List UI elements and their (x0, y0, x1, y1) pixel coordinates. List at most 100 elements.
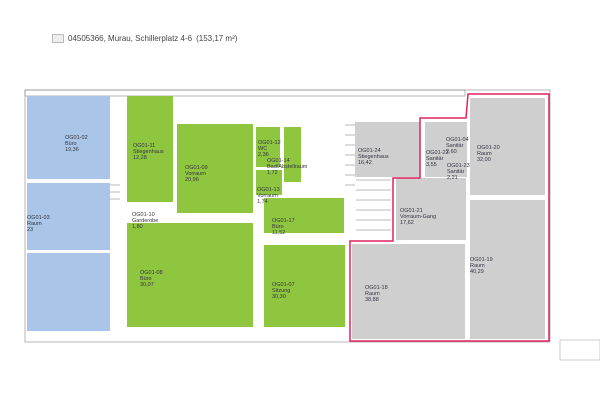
green-rooms (127, 96, 345, 327)
room-id: OG01-10 (132, 212, 155, 218)
room-name: Raum (365, 291, 380, 297)
room-area: 1,74 (257, 199, 268, 205)
header-title: 04505366, Murau, Schillerplatz 4-6 (68, 34, 193, 43)
room-name: Sanitär (446, 143, 464, 149)
room-area: 19,36 (65, 147, 79, 153)
room-og01-03[interactable] (27, 183, 110, 250)
room-area: 17,62 (400, 220, 414, 226)
room-og01-02[interactable] (27, 96, 110, 179)
room-id: OG01-09 (185, 165, 208, 171)
room-area: 2,21 (447, 175, 458, 181)
room-id: OG01-23 (447, 163, 470, 169)
room-area: 32,00 (477, 157, 491, 163)
selected-area-outline (349, 93, 550, 342)
room-name: Büro (272, 224, 284, 230)
room-area: 23 (27, 227, 34, 233)
room-blue-lower[interactable] (27, 253, 110, 331)
room-og01-07[interactable] (264, 245, 345, 327)
room-og01-19[interactable] (470, 200, 545, 339)
room-name: Garderobe (132, 218, 159, 224)
room-name: Sanitär (447, 169, 465, 175)
gray-rooms (352, 98, 545, 339)
room-area: 1,72 (267, 170, 278, 176)
room-name: Bad/Abstellraum (267, 164, 308, 170)
room-area: 40,29 (470, 269, 484, 275)
room-name: Stiegenhaus (133, 149, 164, 155)
room-og01-18[interactable] (352, 244, 465, 339)
room-og01-11[interactable] (127, 96, 173, 202)
room-id: OG01-17 (272, 218, 295, 224)
staircase (110, 124, 391, 231)
room-id: OG01-04 (446, 137, 469, 143)
room-og01-13[interactable] (256, 170, 282, 195)
room-id: OG01-19 (470, 257, 493, 263)
room-og01-20[interactable] (470, 98, 545, 195)
room-name: Raum (470, 263, 485, 269)
room-og01-24[interactable] (355, 122, 420, 177)
room-og01-14[interactable] (284, 127, 301, 182)
room-name: Vorraum (185, 171, 206, 177)
room-id: OG01-08 (140, 270, 163, 276)
room-og01-12[interactable] (256, 127, 280, 167)
room-name: Sanitär (426, 156, 444, 162)
room-og01-08[interactable] (127, 223, 253, 327)
legend-box (559, 339, 600, 361)
room-id: OG01-22 (426, 150, 449, 156)
room-id: OG01-18 (365, 285, 388, 291)
blue-rooms (27, 96, 110, 331)
room-area: 1,80 (132, 224, 143, 230)
room-id: OG01-11 (133, 143, 156, 149)
room-name: Vorraum-Gang (400, 214, 437, 220)
room-area: 38,88 (365, 297, 379, 303)
room-area: 12,28 (133, 155, 147, 161)
room-sanitaer[interactable] (425, 122, 467, 177)
room-area: 30,07 (140, 282, 154, 288)
room-name: Stiegenhaus (358, 154, 389, 160)
room-name: Raum (27, 221, 42, 227)
room-name: Raum (477, 151, 492, 157)
room-og01-21[interactable] (396, 178, 466, 240)
room-id: OG01-12 (258, 140, 281, 146)
room-id: OG01-14 (267, 158, 290, 164)
printer-icon (52, 34, 64, 43)
room-area: 2,60 (446, 149, 457, 155)
room-id: OG01-24 (358, 148, 381, 154)
room-og01-09[interactable] (177, 124, 253, 213)
room-id: OG01-13 (257, 187, 280, 193)
room-area: 11,52 (272, 230, 286, 236)
room-id: OG01-03 (27, 215, 50, 221)
room-name: Vorraum (257, 193, 278, 199)
room-area: 3,55 (426, 162, 437, 168)
room-name: WC (258, 146, 268, 152)
room-og01-17[interactable] (264, 198, 344, 233)
room-id: OG01-02 (65, 135, 88, 141)
room-area: 2,36 (258, 152, 269, 158)
room-area: 20,96 (185, 177, 199, 183)
room-id: OG01-20 (477, 145, 500, 151)
room-area: 16,42 (358, 160, 372, 166)
room-name: Büro (140, 276, 152, 282)
header-area: (153,17 m²) (196, 34, 238, 43)
room-area: 30,30 (272, 294, 286, 300)
room-name: Sitzung (272, 288, 291, 294)
